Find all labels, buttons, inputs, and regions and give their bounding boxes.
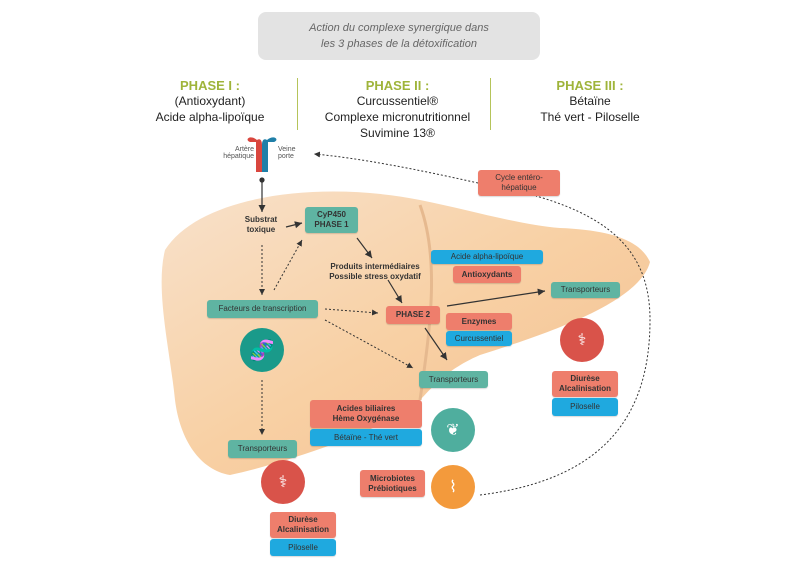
header-line1: Action du complexe synergique dans [309,21,489,34]
divider [490,78,491,130]
arrow-substrat-cyp [285,221,303,229]
substrat-toxique: Substrat toxique [244,215,278,234]
transporteurs-left: Transporteurs [228,440,297,458]
phase-2-line: Curcussentiel® [356,94,439,108]
artery-label: Artère hépatique [223,146,254,160]
acide-alpha-lipoique: Acide alpha-lipoïque [431,250,543,264]
phase-1: PHASE I : (Antioxydant) Acide alpha-lipo… [130,78,290,125]
enzymes: Enzymes [446,313,512,330]
microbiotes-prebiotiques: Microbiotes Prébiotiques [360,470,425,497]
piloselle-left: Piloselle [270,539,336,556]
antioxydants: Antioxydants [453,266,521,283]
transporteurs-right: Transporteurs [551,282,620,298]
diurese-right: Diurèse Alcalinisation [552,371,618,397]
piloselle-right: Piloselle [552,398,618,416]
phase-3-line: Thé vert - Piloselle [540,110,640,125]
transporteurs-mid: Transporteurs [419,371,488,388]
phase-3: PHASE III : Bétaïne Thé vert - Piloselle [510,78,670,125]
phase-3-line: Bétaïne [569,94,611,108]
kidney-icon: ⚕ [261,460,305,504]
phase-1-line: (Antioxydant) [174,94,246,108]
diurese-left: Diurèse Alcalinisation [270,512,336,538]
arrow-produits-phase2 [387,279,403,304]
arrow-intestine-cycle [479,195,651,496]
arrow-cycle-vein [313,151,479,184]
produits-intermediaires: Produits intermédiaires Possible stress … [329,262,421,281]
arrow-phase2-transporteurs-mid [424,327,448,361]
cycle-entero-hepatique: Cycle entéro-hépatique [478,170,560,196]
header-box: Action du complexe synergique dans les 3… [258,12,540,60]
curcussentiel: Curcussentiel [446,331,512,346]
phase-2: PHASE II : Curcussentiel® Complexe micro… [310,78,485,142]
phase-2-title: PHASE II : [365,78,430,93]
vein-label: Veine porte [278,146,296,160]
arrow-cyp-produits [356,237,373,259]
vessels-icon [247,137,277,172]
intestine-icon: ⌇ [431,465,475,509]
divider [297,78,298,130]
kidney-icon: ⚕ [560,318,604,362]
phase-1-title: PHASE I : [180,78,240,93]
header-line2: les 3 phases de la détoxification [321,38,477,50]
acides-biliaires: Acides biliaires Hème Oxygénase [310,400,422,428]
phase2-box: PHASE 2 [386,306,440,324]
phase-1-line: Acide alpha-lipoïque [155,110,265,125]
arrow-phase2-transporteurs [446,288,546,307]
cyp450-phase1: CyP450 PHASE 1 [305,207,358,233]
betaine-the-vert: Bétaïne - Thé vert [310,429,422,446]
facteurs-transcription: Facteurs de transcription [207,300,318,318]
gallbladder-icon: ❦ [431,408,475,452]
phase-2-line: Complexe micronutritionnel [324,110,471,125]
dna-icon: 🧬 [240,328,284,372]
phase-2-line: Suvimine 13® [360,126,435,141]
phase-3-title: PHASE III : [556,78,624,93]
